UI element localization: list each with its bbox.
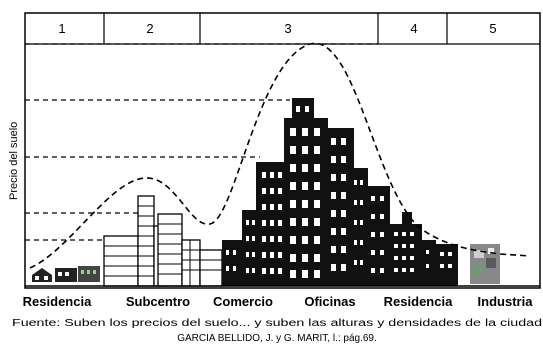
land-use-label: Industria [478,294,534,309]
land-price-curve [29,42,531,269]
zone-number: 3 [284,21,291,36]
office-windows [226,106,384,278]
land-use-label: Comercio [213,294,273,309]
zone-number: 4 [410,21,417,36]
zone-number: 1 [58,21,65,36]
residential-blocks [390,212,458,286]
land-use-label: Residencia [23,294,92,309]
buildings [32,98,500,287]
land-use-label: Subcentro [126,294,190,309]
land-use-label: Residencia [384,294,453,309]
caption-citation: GARCIA BELLIDO, J. y G. MARIT, l.: pág.6… [177,333,377,344]
houses-residencia [32,266,100,282]
subcentro-floor-lines [104,205,222,286]
zone-number: 5 [489,21,496,36]
y-axis-label: Precio del suelo [8,122,20,200]
residential-windows [394,232,452,272]
subcentro-buildings [103,195,223,287]
zone-number: 2 [146,21,153,36]
caption-source: Fuente: Suben los precios del suelo... y… [12,318,542,329]
land-use-label: Oficinas [304,294,355,309]
diagram-frame [24,12,541,289]
